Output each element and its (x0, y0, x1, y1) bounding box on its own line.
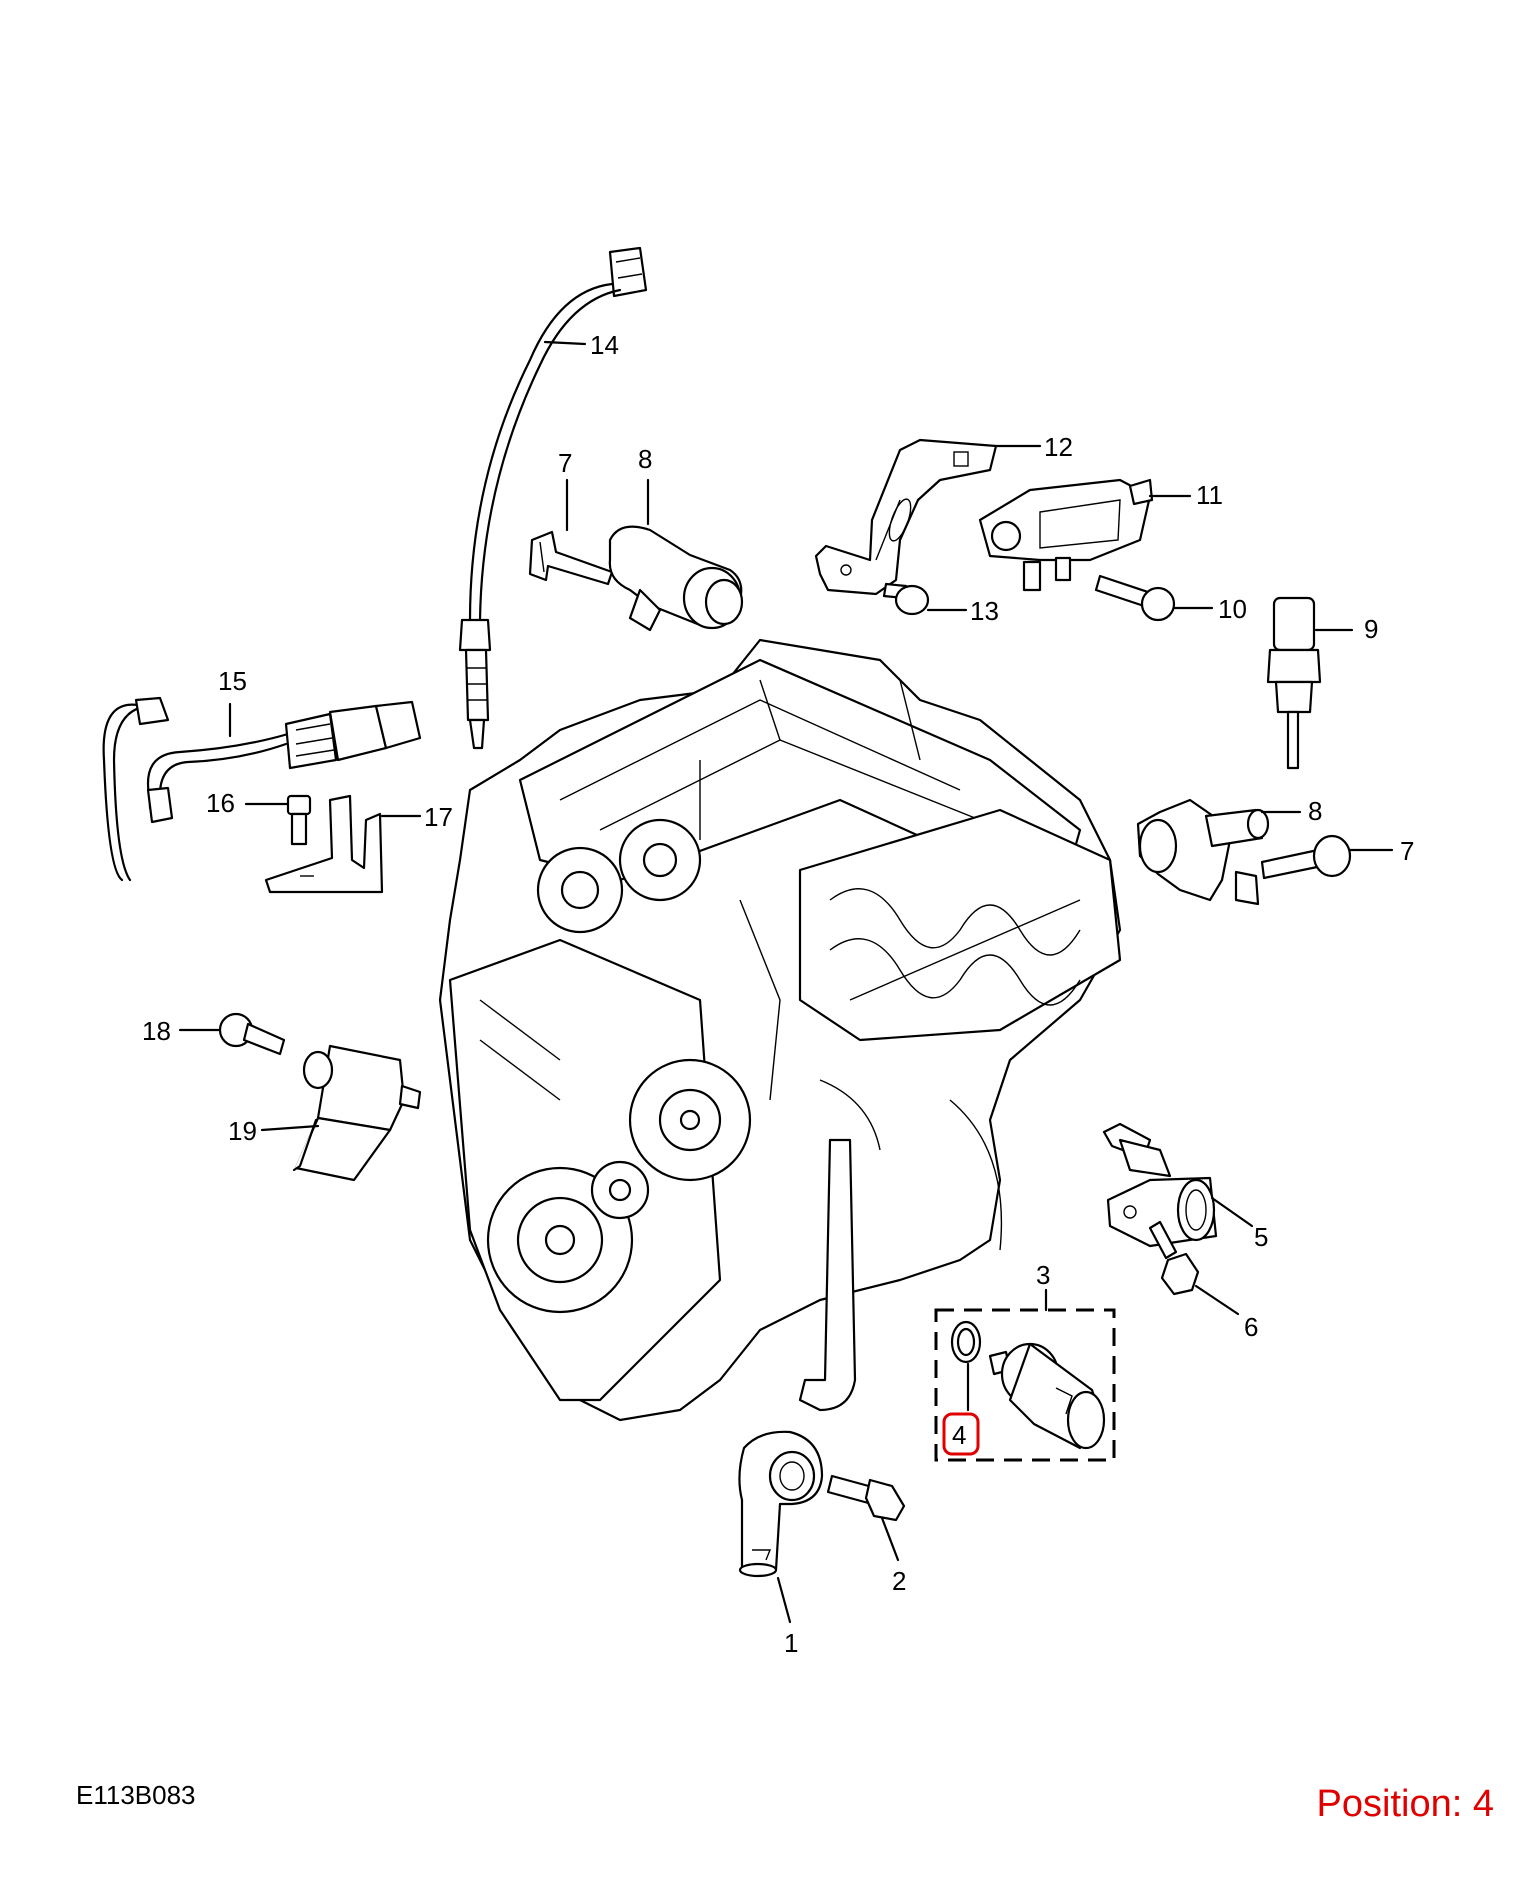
callout-18: 18 (142, 1016, 171, 1046)
callout-15: 15 (218, 666, 247, 696)
part-bolt-16 (244, 794, 312, 846)
part-cam-sensor-right (1136, 798, 1302, 906)
callout-10: 10 (1218, 594, 1247, 624)
part-oxygen-sensor-lower (102, 696, 422, 882)
callout-4[interactable]: 4 (952, 1420, 966, 1450)
callout-7-right: 7 (1400, 836, 1414, 866)
part-bolt-7-right (1260, 834, 1394, 880)
diagram-code: E113B083 (76, 1780, 196, 1810)
part-knock-sensor-1 (738, 1430, 824, 1624)
front-timing-cover (448, 818, 752, 1402)
part-bolt-18 (178, 1012, 286, 1056)
callout-8-upper: 8 (638, 444, 652, 474)
callout-8-right: 8 (1308, 796, 1322, 826)
part-map-sensor-19 (260, 1044, 422, 1182)
part-bolt-6 (1148, 1220, 1240, 1316)
callout-16: 16 (206, 788, 235, 818)
highlight-box-position-4 (942, 1412, 980, 1456)
callout-13: 13 (970, 596, 999, 626)
part-bracket-12 (814, 438, 1042, 596)
intake-manifold (798, 808, 1122, 1042)
part-bolt-10 (1094, 574, 1214, 622)
kit-group-3 (934, 1288, 1116, 1462)
part-seal-ring-4 (950, 1320, 982, 1412)
callout-6: 6 (1244, 1312, 1258, 1342)
part-bolt-2 (826, 1474, 906, 1562)
callout-19: 19 (228, 1116, 257, 1146)
part-bracket-17 (264, 794, 422, 894)
part-oxygen-sensor-upper (458, 246, 648, 750)
callout-11: 11 (1196, 480, 1223, 510)
position-label: Position: 4 (1317, 1783, 1494, 1825)
callout-12: 12 (1044, 432, 1073, 462)
engine-assembly (438, 638, 1122, 1422)
callout-3: 3 (1036, 1260, 1050, 1290)
callout-7-upper: 7 (558, 448, 572, 478)
part-temperature-sender-9 (1266, 596, 1354, 770)
part-crank-sensor-5 (1102, 1122, 1254, 1248)
part-screw-13 (882, 582, 968, 616)
callout-1: 1 (784, 1628, 798, 1658)
part-pressure-sensor-11 (978, 478, 1192, 592)
callout-labels: 14 7 8 12 11 13 10 9 15 16 17 8 7 18 19 … (142, 330, 1414, 1658)
part-cam-sensor-upper (528, 478, 744, 632)
part-pressure-switch-3 (988, 1342, 1106, 1450)
callout-2: 2 (892, 1566, 906, 1596)
callout-9: 9 (1364, 614, 1378, 644)
callout-17: 17 (424, 802, 453, 832)
callout-14: 14 (590, 330, 619, 360)
callout-5: 5 (1254, 1222, 1268, 1252)
